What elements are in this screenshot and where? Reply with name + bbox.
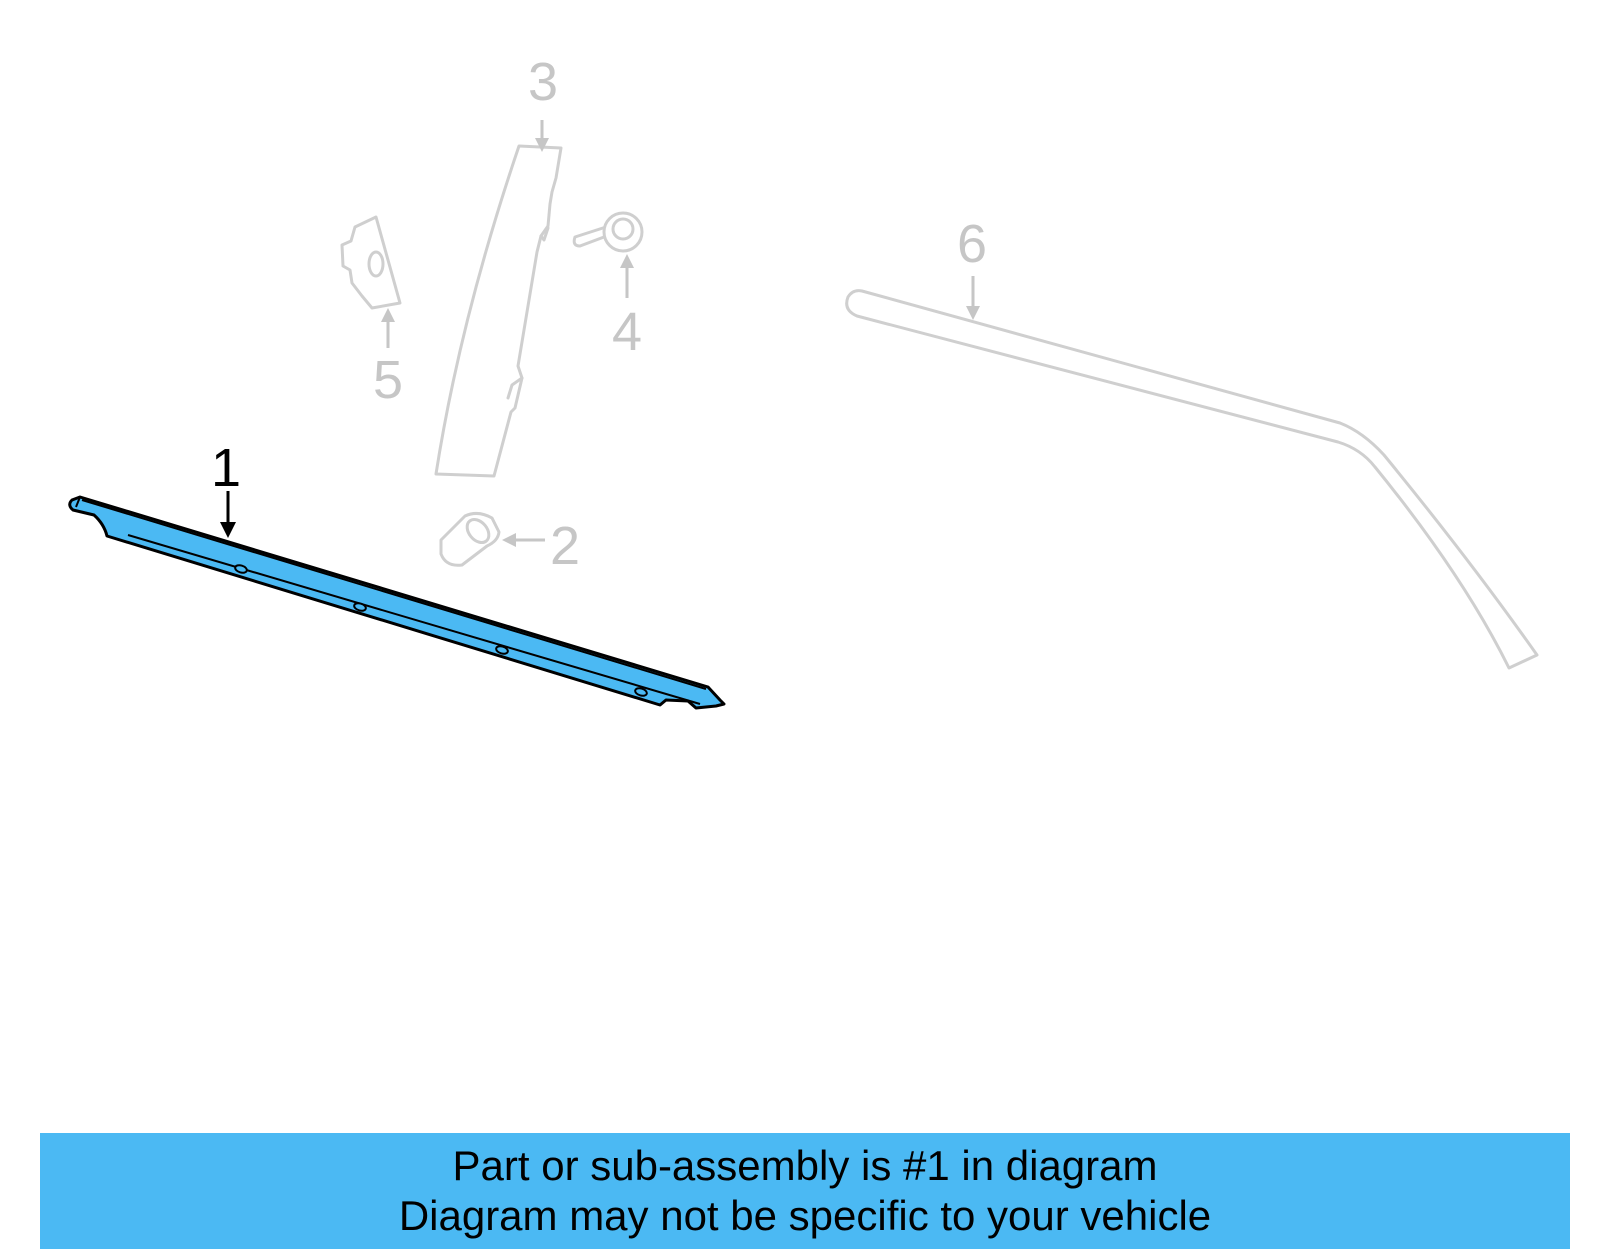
part-3-pillar-trim (434, 144, 563, 478)
leader-lines (220, 120, 980, 547)
callout-1: 1 (211, 438, 241, 498)
banner-line-1: Part or sub-assembly is #1 in diagram (452, 1142, 1158, 1189)
callout-4: 4 (612, 302, 642, 362)
info-banner: Part or sub-assembly is #1 in diagram Di… (40, 1133, 1570, 1249)
part-2-clip (439, 511, 501, 567)
part-4-screw (572, 211, 644, 253)
part-6-molding (845, 289, 1539, 670)
callout-5: 5 (373, 350, 403, 410)
part-1-sill-molding (68, 495, 726, 710)
callout-6: 6 (957, 214, 987, 274)
part-5-bracket (340, 215, 402, 310)
callout-2: 2 (550, 516, 580, 576)
callout-3: 3 (528, 52, 558, 112)
banner-line-2: Diagram may not be specific to your vehi… (398, 1192, 1212, 1239)
